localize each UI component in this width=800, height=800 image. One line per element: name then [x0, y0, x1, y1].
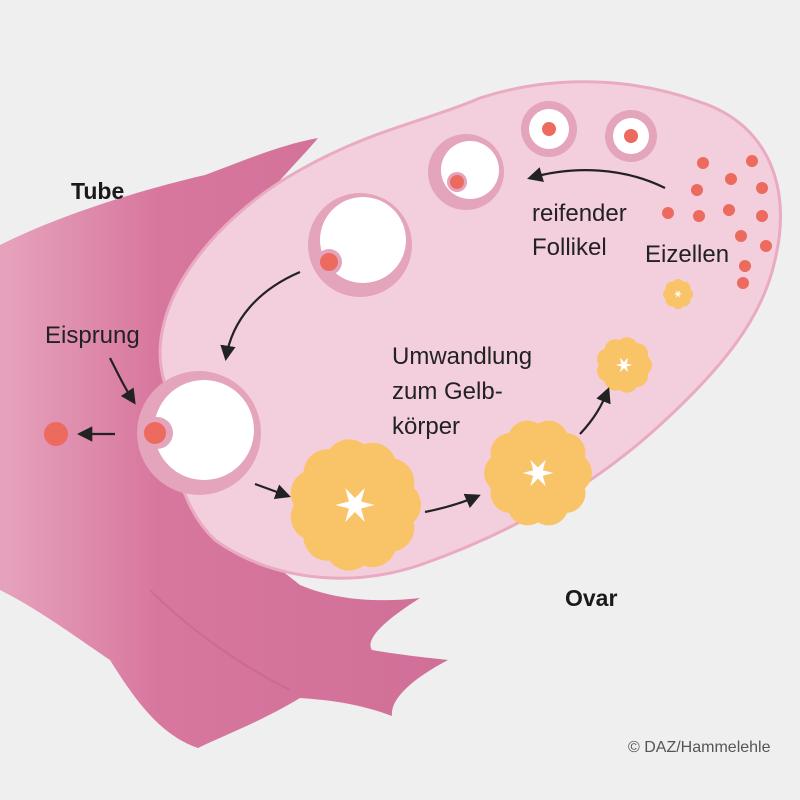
label-tube: Tube [71, 178, 124, 204]
follicle-large [308, 193, 412, 297]
follicle-medium [428, 134, 504, 210]
label-koerper: körper [392, 413, 460, 440]
credit: © DAZ/Hammelehle [628, 739, 771, 756]
follicle-small-1 [521, 101, 577, 157]
corpus-luteum-large [290, 439, 421, 571]
follicle-small-2 [605, 110, 657, 162]
corpus-luteum-medium [484, 420, 592, 526]
arrow-follicle-to-ovulation [220, 270, 301, 362]
arrow-eggs-to-follicle [527, 167, 666, 189]
label-follikel: Follikel [532, 234, 607, 261]
arrow-to-corpus-3 [579, 387, 611, 435]
arrows [76, 167, 666, 514]
corpus-luteum-tiny [663, 279, 693, 309]
follicle-ovulating [137, 371, 261, 495]
label-eisprung: Eisprung [45, 322, 140, 349]
label-reifender: reifender [532, 200, 627, 227]
fimbria-strand [149, 589, 291, 691]
arrow-eisprung-pointer [109, 357, 136, 405]
corpus-luteum-small [597, 337, 652, 393]
label-ovar: Ovar [565, 585, 617, 611]
arrow-to-corpus-2 [424, 493, 481, 514]
arrow-to-corpus-1 [254, 482, 291, 500]
released-egg [44, 422, 68, 446]
egg-cells [662, 155, 772, 289]
label-umwandlung: Umwandlung [392, 343, 532, 370]
label-eizellen: Eizellen [645, 241, 729, 268]
label-zum-gelb: zum Gelb- [392, 378, 503, 405]
fallopian-tube [0, 138, 448, 748]
